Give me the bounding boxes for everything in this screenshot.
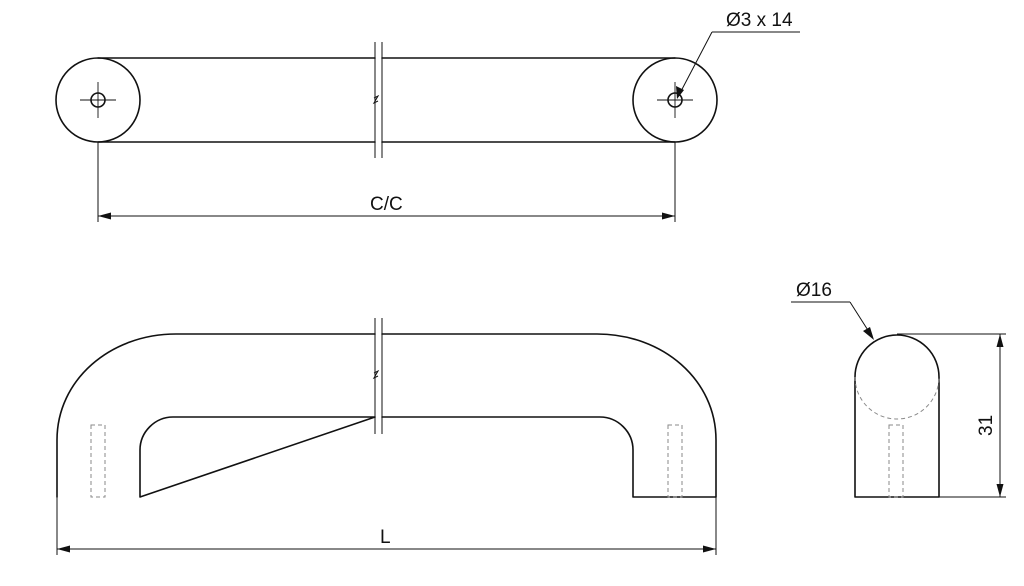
length-label: L bbox=[380, 527, 391, 548]
cc-arrow-left bbox=[98, 212, 111, 220]
side-view bbox=[854, 334, 940, 498]
front-break-zigzag bbox=[372, 369, 380, 380]
height-arrow-bottom bbox=[996, 484, 1004, 497]
front-left-hidden-hole bbox=[90, 424, 106, 498]
side-hidden-arc bbox=[854, 376, 940, 420]
length-arrow-left bbox=[57, 545, 70, 553]
hole-spec-leader-arrow bbox=[676, 86, 684, 99]
front-handle-profile bbox=[56, 333, 717, 498]
top-break-zigzag bbox=[372, 94, 380, 105]
front-right-hidden-hole bbox=[667, 424, 683, 498]
height-dimension: 31 bbox=[897, 333, 1006, 498]
hole-spec-leader-line bbox=[678, 31, 713, 96]
top-view bbox=[55, 42, 718, 158]
hole-spec-callout: Ø3 x 14 bbox=[676, 10, 800, 99]
cc-arrow-right bbox=[662, 212, 675, 220]
side-profile bbox=[854, 334, 940, 498]
height-arrow-top bbox=[996, 334, 1004, 347]
side-hidden-hole bbox=[888, 424, 904, 498]
cc-label: C/C bbox=[370, 194, 403, 215]
hole-spec-label: Ø3 x 14 bbox=[726, 10, 793, 31]
diameter-callout: Ø16 bbox=[791, 280, 874, 340]
diameter-leader-arrow bbox=[863, 327, 874, 340]
height-label: 31 bbox=[976, 415, 997, 436]
front-view bbox=[56, 318, 717, 498]
length-arrow-right bbox=[703, 545, 716, 553]
length-dimension: L bbox=[56, 497, 717, 555]
diameter-label: Ø16 bbox=[796, 280, 832, 301]
cc-dimension: C/C bbox=[97, 142, 676, 222]
